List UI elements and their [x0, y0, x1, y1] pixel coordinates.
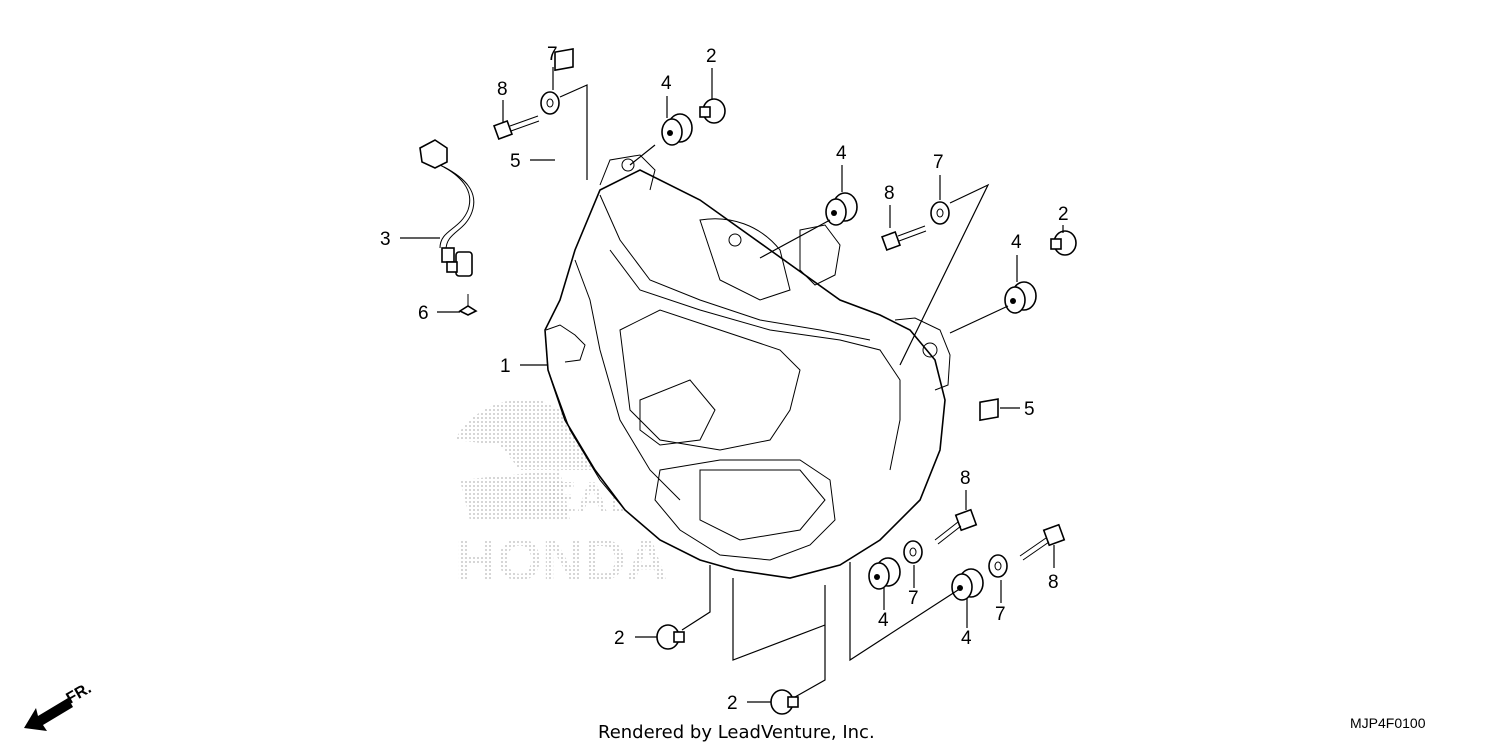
collar [1050, 230, 1077, 256]
sub-harness [419, 139, 475, 277]
grommet [661, 113, 693, 146]
diagram-code: MJP4F0100 [1350, 715, 1426, 731]
collar [699, 98, 726, 124]
nuts [554, 48, 999, 422]
callout-7-upper-right: 7 [933, 152, 944, 173]
washer [988, 554, 1008, 578]
callout-1: 1 [500, 356, 511, 377]
screw [458, 294, 478, 316]
headlight-assembly [544, 154, 951, 579]
washer [903, 540, 923, 564]
callout-8-lower-right: 8 [1048, 572, 1059, 593]
callout-2-top: 2 [706, 46, 717, 67]
callout-8-top-left: 8 [497, 79, 508, 100]
watermark-brand: HONDA [455, 528, 668, 593]
grommet [1004, 281, 1037, 314]
collar [770, 689, 799, 715]
callout-5-right: 5 [1024, 399, 1035, 420]
grommet [868, 557, 901, 590]
washers [540, 91, 1008, 578]
collar [656, 624, 685, 650]
callout-8-lower-middle: 8 [960, 468, 971, 489]
callout-5-left: 5 [510, 151, 521, 172]
callout-4-lower-left: 4 [878, 610, 889, 631]
callout-7-lower-right: 7 [995, 604, 1006, 625]
callout-4-top: 4 [661, 73, 672, 94]
washer [540, 91, 560, 115]
collars [656, 98, 1077, 715]
bolt [934, 508, 978, 545]
nut [979, 398, 999, 422]
front-direction-indicator: FR. [24, 680, 94, 731]
callout-4-right: 4 [1011, 232, 1022, 253]
grommets [661, 113, 1037, 601]
nut [554, 48, 574, 72]
grommet [825, 192, 858, 226]
front-arrow-icon [24, 698, 73, 731]
callout-7-top-left: 7 [547, 44, 558, 65]
bolt [493, 115, 540, 140]
callout-4-lower-right: 4 [961, 628, 972, 649]
callout-4-upper-middle: 4 [836, 143, 847, 164]
callout-8-upper-right: 8 [884, 183, 895, 204]
bolt [1019, 523, 1066, 561]
callout-2-bottom: 2 [727, 693, 738, 714]
leader-lines [400, 67, 1064, 703]
callout-2-right: 2 [1058, 204, 1069, 225]
bolts [493, 115, 1066, 561]
callout-3: 3 [380, 229, 391, 250]
render-credit: Rendered by LeadVenture, Inc. [598, 722, 875, 743]
grommet [951, 568, 984, 601]
washer [930, 201, 950, 225]
callouts: 1 3 6 5 5 8 7 4 2 4 8 7 2 4 8 8 4 7 4 7 … [380, 44, 1069, 714]
callout-2-lower-left: 2 [614, 628, 625, 649]
callout-7-lower-left: 7 [908, 588, 919, 609]
bolt [881, 225, 927, 251]
callout-6: 6 [418, 303, 429, 324]
